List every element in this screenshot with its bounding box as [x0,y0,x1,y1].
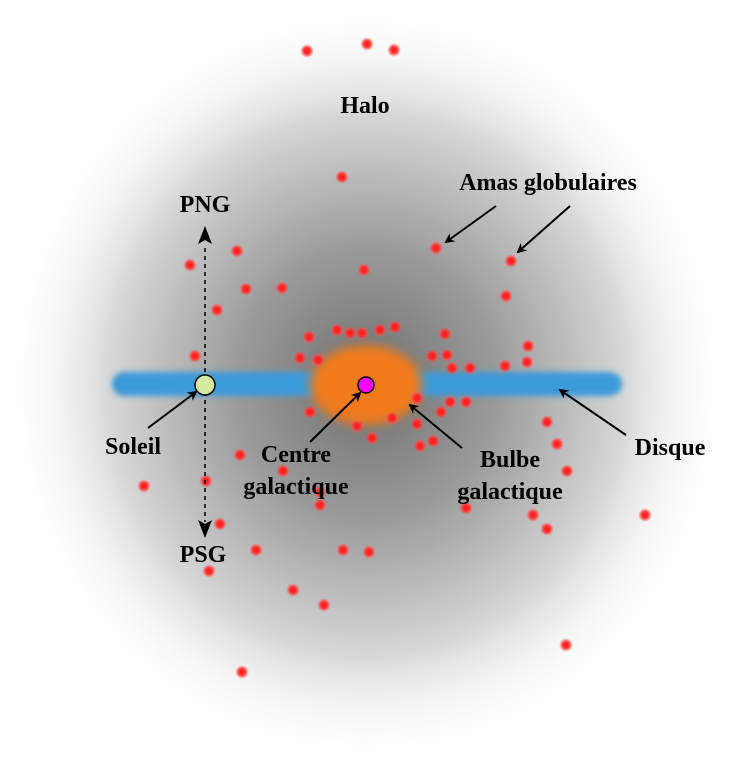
globular-cluster-core [525,343,531,349]
sun-label: Soleil [105,434,161,460]
sun-arrow [147,390,198,429]
globular-cluster-core [214,307,220,313]
globular-cluster-core [524,359,530,365]
globular-cluster-core [290,587,296,593]
north-pole-arrowhead [198,226,212,244]
galactic-center-label-line1: Centre [261,442,332,468]
disk-arrow [558,388,627,436]
bulge-arrow [408,403,463,449]
globular-cluster-core [340,547,346,553]
globular-clusters-label: Amas globulaires [459,170,637,196]
globular-cluster-core [279,285,285,291]
globular-cluster-core [307,409,313,415]
globular-cluster-core [141,483,147,489]
globular-cluster-core [369,435,375,441]
galactic-center-marker [357,376,375,394]
globular-cluster-core [554,441,560,447]
globular-cluster-core [306,334,312,340]
globular-cluster-core [304,48,310,54]
globular-cluster-core [317,489,323,495]
globular-cluster-core [321,602,327,608]
globular-cluster-core [253,547,259,553]
bulge-label-line2: galactique [457,479,563,505]
galactic-center-arrow [309,391,362,443]
sun-marker [194,374,216,396]
globular-cluster-core [642,512,648,518]
globular-cluster-core [417,443,423,449]
disk-label: Disque [635,435,706,461]
globular-cluster-core [447,399,453,405]
globular-cluster-core [449,365,455,371]
globular-cluster-core [544,419,550,425]
globular-cluster-core [414,395,420,401]
globular-cluster-core [392,324,398,330]
globular-clusters [137,37,652,679]
globular-cluster-core [339,174,345,180]
globular-cluster-core [391,47,397,53]
globular-cluster-core [361,267,367,273]
globular-cluster-core [297,355,303,361]
globular-cluster-core [317,502,323,508]
globular-cluster-core [502,363,508,369]
globular-cluster-core [467,365,473,371]
globular-cluster-core [359,330,365,336]
globular-cluster-core [430,438,436,444]
globular-cluster-core [414,421,420,427]
png-label: PNG [180,192,231,218]
globular-cluster-core [243,286,249,292]
globular-cluster-core [217,521,223,527]
globular-cluster-core [354,423,360,429]
globular-cluster-core [429,353,435,359]
globular-cluster-core [334,327,340,333]
globular-cluster-core [347,330,353,336]
globular-cluster-core [280,468,286,474]
cluster-arrow-2 [516,205,571,254]
south-pole-arrowhead [198,520,212,538]
globular-cluster-core [442,331,448,337]
globular-cluster-core [315,357,321,363]
globular-cluster-core [563,642,569,648]
globular-cluster-core [544,526,550,532]
globular-cluster-core [463,399,469,405]
globular-cluster-core [206,568,212,574]
psg-label: PSG [180,542,227,568]
bulge-label-line1: Bulbe [480,447,540,473]
globular-cluster-core [366,549,372,555]
globular-cluster-core [237,452,243,458]
globular-cluster-core [389,415,395,421]
globular-cluster-core [433,245,439,251]
globular-cluster-core [192,353,198,359]
globular-cluster-core [503,293,509,299]
globular-cluster-core [530,512,536,518]
globular-cluster-core [377,327,383,333]
globular-cluster-core [564,468,570,474]
globular-cluster-core [508,258,514,264]
globular-cluster-core [364,41,370,47]
halo-label: Halo [340,93,389,119]
galactic-center-label-line2: galactique [243,474,349,500]
cluster-arrow-1 [444,205,497,244]
globular-cluster-core [463,505,469,511]
globular-cluster-core [187,262,193,268]
globular-cluster-core [203,478,209,484]
globular-cluster-core [444,352,450,358]
globular-cluster-core [438,409,444,415]
globular-cluster-core [239,669,245,675]
globular-cluster-core [234,248,240,254]
